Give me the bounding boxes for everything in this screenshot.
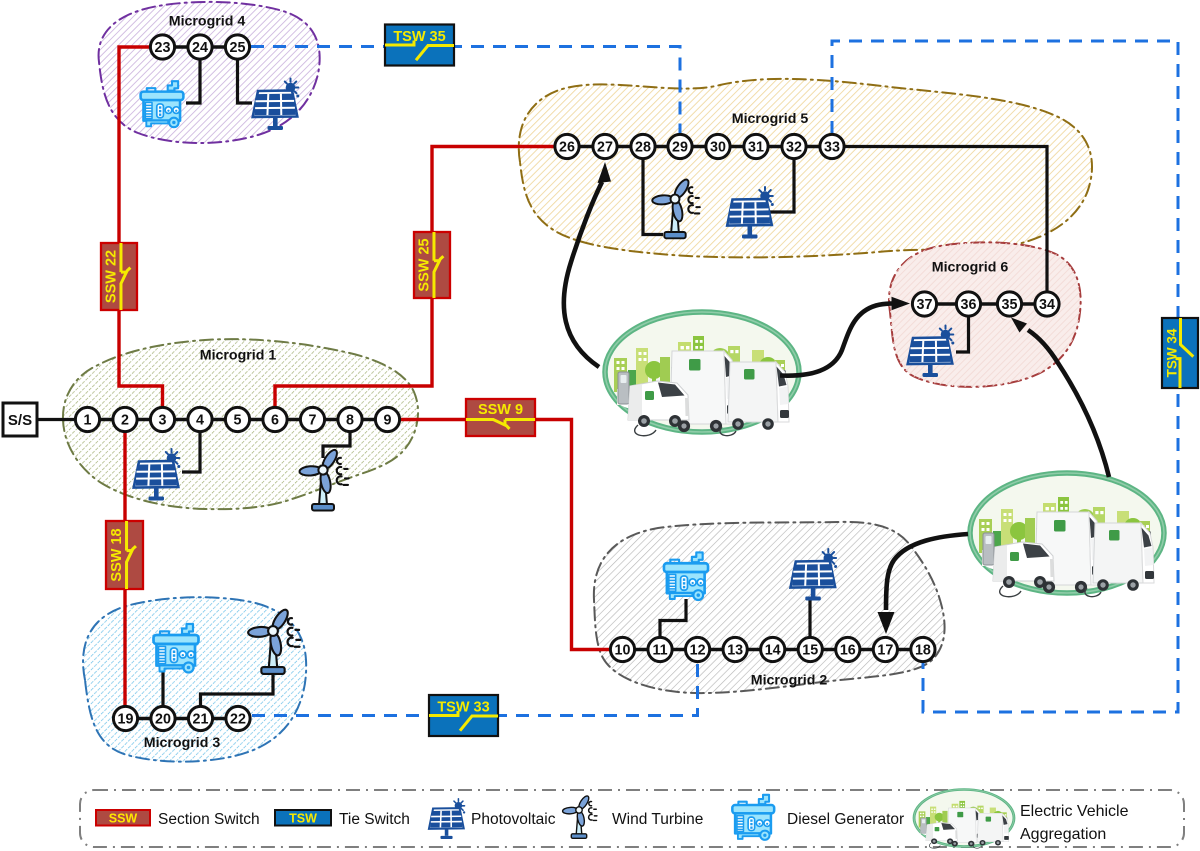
svg-text:TSW 35: TSW 35: [393, 29, 445, 45]
svg-text:24: 24: [192, 40, 208, 56]
svg-text:30: 30: [710, 139, 726, 155]
svg-text:SSW 22: SSW 22: [103, 250, 119, 303]
svg-text:33: 33: [824, 139, 840, 155]
svg-text:Electric Vehicle: Electric Vehicle: [1020, 803, 1129, 820]
svg-text:Microgrid 3: Microgrid 3: [144, 735, 221, 751]
svg-text:37: 37: [917, 297, 933, 313]
svg-text:8: 8: [346, 412, 354, 428]
svg-text:13: 13: [727, 642, 743, 658]
svg-text:1: 1: [84, 412, 92, 428]
svg-text:TSW 33: TSW 33: [437, 699, 489, 715]
svg-text:2: 2: [121, 412, 129, 428]
svg-text:SSW 18: SSW 18: [109, 528, 125, 581]
svg-text:SSW 9: SSW 9: [478, 402, 523, 418]
svg-text:28: 28: [635, 139, 651, 155]
svg-text:Diesel Generator: Diesel Generator: [787, 811, 904, 828]
svg-text:27: 27: [597, 139, 613, 155]
svg-text:TSW 34: TSW 34: [1164, 328, 1179, 377]
svg-text:SSW: SSW: [109, 812, 138, 826]
svg-text:Photovoltaic: Photovoltaic: [471, 811, 556, 828]
svg-text:23: 23: [155, 40, 171, 56]
svg-text:15: 15: [802, 642, 818, 658]
svg-text:22: 22: [230, 711, 246, 727]
svg-text:20: 20: [155, 711, 171, 727]
svg-text:18: 18: [915, 642, 931, 658]
svg-text:6: 6: [271, 412, 279, 428]
svg-text:Section Switch: Section Switch: [158, 811, 260, 828]
svg-text:19: 19: [118, 711, 134, 727]
svg-text:9: 9: [384, 412, 392, 428]
svg-text:TSW: TSW: [289, 812, 317, 826]
svg-text:Microgrid 5: Microgrid 5: [732, 111, 809, 127]
svg-text:21: 21: [193, 711, 209, 727]
svg-text:34: 34: [1039, 297, 1055, 313]
svg-text:7: 7: [309, 412, 317, 428]
svg-text:Aggregation: Aggregation: [1020, 826, 1106, 843]
svg-text:S/S: S/S: [8, 412, 32, 429]
svg-text:3: 3: [159, 412, 167, 428]
svg-text:35: 35: [1002, 297, 1018, 313]
svg-text:11: 11: [652, 642, 667, 658]
svg-text:16: 16: [840, 642, 856, 658]
svg-text:14: 14: [765, 642, 781, 658]
svg-text:10: 10: [615, 642, 631, 658]
svg-text:31: 31: [748, 139, 764, 155]
svg-text:17: 17: [877, 642, 893, 658]
svg-text:36: 36: [961, 297, 977, 313]
svg-text:29: 29: [672, 139, 688, 155]
svg-text:4: 4: [196, 412, 204, 428]
svg-text:26: 26: [559, 139, 575, 155]
svg-text:Microgrid 6: Microgrid 6: [932, 260, 1009, 276]
svg-text:25: 25: [230, 40, 246, 56]
svg-text:12: 12: [690, 642, 706, 658]
svg-text:32: 32: [786, 139, 802, 155]
svg-text:Wind Turbine: Wind Turbine: [612, 811, 703, 828]
svg-text:Microgrid 1: Microgrid 1: [200, 348, 277, 364]
svg-text:SSW 25: SSW 25: [416, 238, 432, 291]
svg-text:Tie Switch: Tie Switch: [339, 811, 410, 828]
svg-text:5: 5: [234, 412, 242, 428]
svg-text:Microgrid 4: Microgrid 4: [169, 14, 246, 30]
svg-text:Microgrid 2: Microgrid 2: [751, 673, 828, 689]
